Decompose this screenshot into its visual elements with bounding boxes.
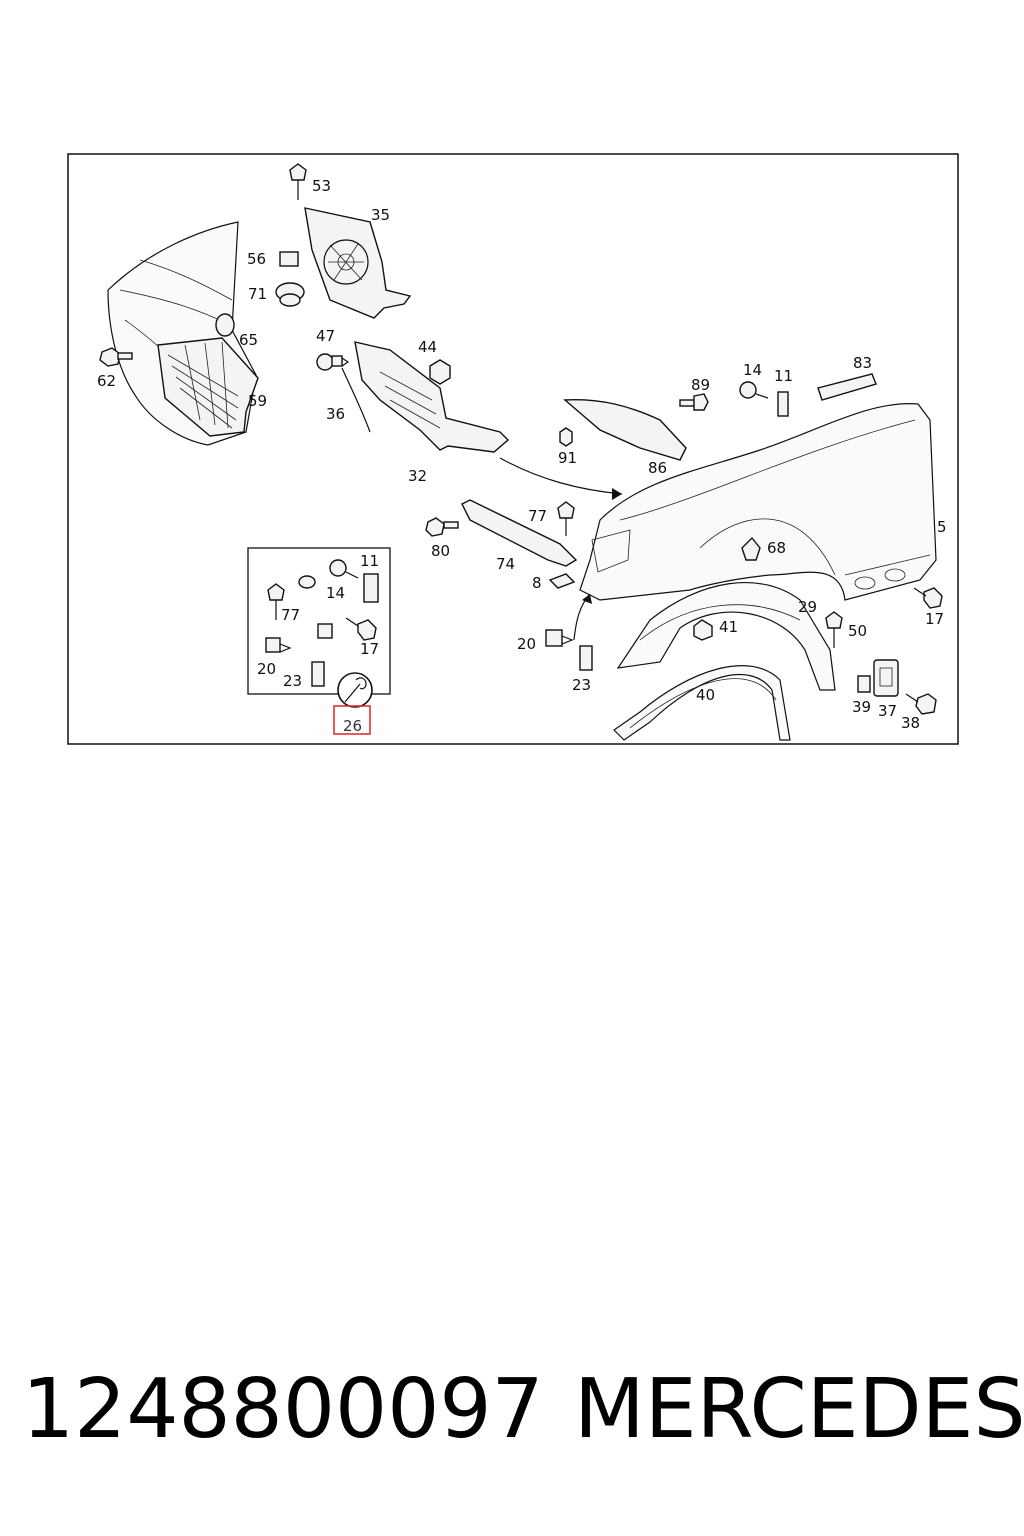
inset-grommet: [298, 575, 316, 589]
callout-23-inset: 23: [283, 672, 302, 690]
bolt-89: [679, 393, 709, 411]
callout-56: 56: [247, 250, 266, 268]
inset-screw-17: [345, 617, 377, 641]
callout-74: 74: [496, 555, 515, 573]
callout-77-inset: 77: [281, 606, 300, 624]
callout-36: 36: [326, 405, 345, 423]
clip-39: [857, 675, 871, 693]
callout-5: 5: [937, 518, 947, 536]
strip-83: [817, 373, 877, 401]
callout-62: 62: [97, 372, 116, 390]
callout-91: 91: [558, 449, 577, 467]
nut-41: [693, 619, 713, 641]
callout-47: 47: [316, 327, 335, 345]
inset-clip-20: [265, 637, 292, 653]
callout-20-inset: 20: [257, 660, 276, 678]
inset-clip-11: [363, 573, 379, 603]
callout-17-inset: 17: [360, 640, 379, 658]
nut-44: [429, 359, 451, 385]
screw-14-top: [739, 381, 769, 399]
footer: 1248800097 MERCEDES: [0, 1362, 1024, 1472]
wheel-liner-29: [616, 582, 836, 691]
nut-65: [215, 313, 235, 337]
bolt-62: [99, 347, 133, 367]
callout-68: 68: [767, 539, 786, 557]
clip-68: [741, 536, 761, 561]
callout-44: 44: [418, 338, 437, 356]
callout-26-highlighted: 26: [343, 717, 362, 735]
clip-23-main: [579, 645, 593, 671]
bracket-86: [563, 398, 687, 461]
fender-5: [579, 403, 937, 601]
callout-80: 80: [431, 542, 450, 560]
screw-17-right: [913, 587, 943, 609]
grommet-71: [275, 282, 305, 307]
inset-screw-14: [329, 559, 359, 579]
callout-53: 53: [312, 177, 331, 195]
callout-86: 86: [648, 459, 667, 477]
callout-59: 59: [248, 392, 267, 410]
callout-71: 71: [248, 285, 267, 303]
callout-77-main: 77: [528, 507, 547, 525]
callout-37: 37: [878, 702, 897, 720]
callout-32: 32: [408, 467, 427, 485]
shroud-35: [304, 207, 412, 319]
highlight-box: [333, 705, 371, 735]
seal-strip-36: [341, 367, 371, 433]
housing-37: [873, 659, 899, 697]
callout-11-inset: 11: [360, 552, 379, 570]
bolt-50: [825, 611, 843, 648]
callout-41: 41: [719, 618, 738, 636]
bracket-74: [461, 499, 578, 567]
inset-clip-nut: [317, 623, 333, 639]
clip-8: [548, 573, 576, 589]
wheel-liner-40: [613, 665, 791, 741]
callout-14-inset: 14: [326, 584, 345, 602]
callout-11-top: 11: [774, 367, 793, 385]
part-number: 1248800097: [22, 1362, 544, 1457]
assembly-arrow-1: [499, 457, 623, 495]
callout-20-main: 20: [517, 635, 536, 653]
screw-38: [905, 693, 937, 715]
inset-screw-77: [267, 583, 285, 620]
callout-17-right: 17: [925, 610, 944, 628]
callout-labels: 53 35 56 71 65 62 59 47 44 36 32 89 14 1…: [97, 177, 947, 735]
callout-14-top: 14: [743, 361, 762, 379]
assembly-arrowhead-1: [612, 488, 622, 500]
wrench-icon: [337, 672, 373, 708]
screw-53: [289, 163, 307, 200]
bolt-80: [425, 517, 459, 537]
clip-11-top: [777, 391, 789, 417]
callout-29: 29: [798, 598, 817, 616]
nut-91: [559, 427, 573, 447]
callout-8: 8: [532, 574, 542, 592]
screw-77-main: [557, 501, 575, 536]
assembly-arrowhead-2: [582, 594, 592, 604]
clip-47: [316, 353, 350, 371]
air-duct-32: [354, 341, 510, 453]
callout-65: 65: [239, 331, 258, 349]
callout-35: 35: [371, 206, 390, 224]
inset-clip-23: [311, 661, 325, 687]
grille-insert-59: [157, 337, 259, 437]
clip-20-main: [545, 629, 574, 647]
brand-name: MERCEDES: [574, 1362, 1024, 1457]
callout-50: 50: [848, 622, 867, 640]
callout-23-main: 23: [572, 676, 591, 694]
callout-89: 89: [691, 376, 710, 394]
clip-56: [279, 251, 299, 267]
callout-83: 83: [853, 354, 872, 372]
callout-38: 38: [901, 714, 920, 732]
callout-39: 39: [852, 698, 871, 716]
parts-diagram: 53 35 56 71 65 62 59 47 44 36 32 89 14 1…: [67, 153, 959, 745]
callout-40: 40: [696, 686, 715, 704]
